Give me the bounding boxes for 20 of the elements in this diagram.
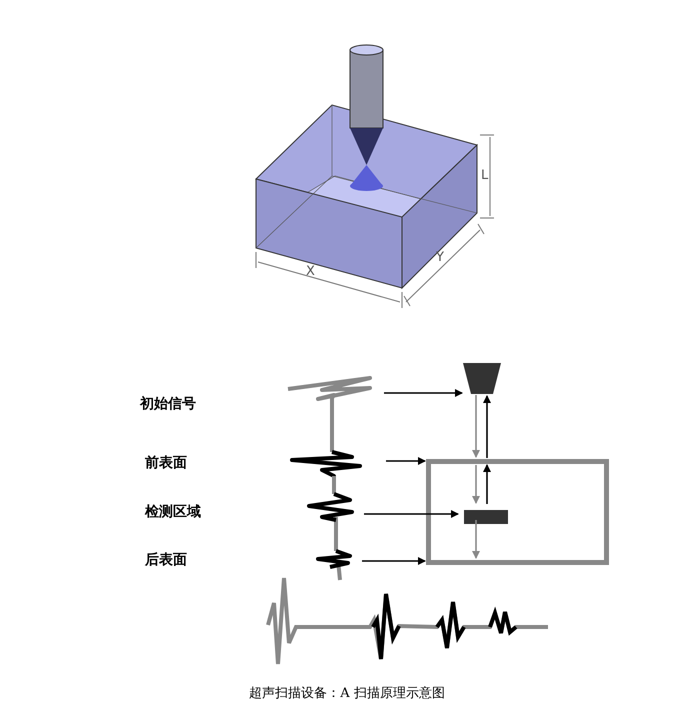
arrow (483, 464, 491, 504)
surface-label: 后表面 (145, 551, 187, 569)
arrow (472, 520, 480, 559)
dimension-label: L (481, 168, 488, 183)
arrow (483, 395, 491, 458)
transducer-probe (463, 363, 501, 394)
arrow (362, 557, 426, 565)
arrow (472, 395, 480, 458)
dimension-label: Y (436, 250, 444, 265)
signal-label: 初始信号 (140, 395, 196, 413)
arrow (384, 389, 463, 397)
surface-label: 前表面 (145, 454, 187, 472)
arrow (386, 457, 426, 465)
arrow (472, 465, 480, 504)
defect-bar (464, 510, 508, 524)
caption: 超声扫描设备：A 扫描原理示意图 (249, 686, 445, 701)
region-label: 检测区域 (145, 503, 201, 521)
specimen-box (426, 459, 609, 565)
arrow (364, 510, 459, 518)
dimension-label: X (306, 264, 315, 279)
